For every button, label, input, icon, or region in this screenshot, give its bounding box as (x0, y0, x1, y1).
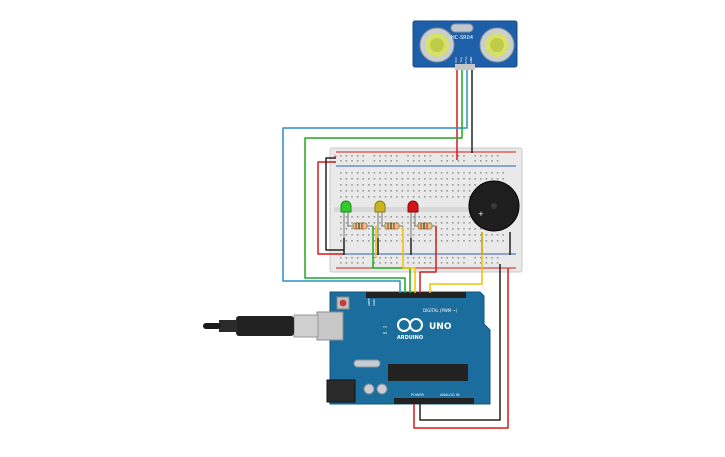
reset-button-cap (339, 299, 347, 307)
led-green[interactable] (340, 200, 352, 238)
rail-plus-label: + (333, 154, 337, 160)
sensor-header (455, 64, 475, 70)
sensor-pin-gnd-label: GND (469, 56, 473, 64)
arduino-logo-icon (397, 318, 423, 332)
crystal (353, 359, 381, 368)
wire-buzzer-signal[interactable] (429, 232, 483, 293)
resistor-3[interactable] (414, 222, 436, 230)
wire-gnd[interactable] (419, 264, 501, 421)
digital-pwm-label: DIGITAL (PWM ~) (423, 308, 458, 313)
tx-label: TX (382, 325, 387, 329)
wire-led-green-signal[interactable] (372, 226, 411, 293)
arduino-uno[interactable]: ARDUINO UNO DIGITAL (PWM ~) POWER ANALOG… (316, 291, 491, 405)
capacitor-1 (363, 383, 375, 395)
wire-led-yellow-signal[interactable] (402, 226, 416, 293)
led-red[interactable] (407, 200, 419, 238)
analog-in-label: ANALOG IN (440, 393, 460, 397)
sensor-pin-echo-label: Echo (464, 56, 468, 63)
ultrasonic-sensor[interactable]: HC-SR04 VCC Trig Echo GND (412, 20, 518, 70)
led-yellow[interactable] (374, 200, 386, 238)
wires (282, 70, 511, 429)
power-jack[interactable] (326, 379, 356, 403)
arduino-model-label: UNO (429, 322, 452, 332)
usb-cable[interactable] (203, 314, 319, 338)
buzzer-plus-icon: + (478, 210, 484, 218)
rail-minus-label: - (333, 160, 335, 166)
sensor-pin-trig-label: Trig (459, 57, 463, 63)
resistor-1[interactable] (347, 222, 373, 230)
usb-port[interactable] (316, 311, 344, 341)
aref-label: AREF (367, 298, 371, 306)
wire-5v[interactable] (413, 268, 509, 429)
atmega-chip (388, 364, 468, 381)
transducer-left (419, 27, 455, 63)
wire-rail-loop-black[interactable] (325, 157, 344, 251)
transducer-right (479, 27, 515, 63)
resistor-2[interactable] (381, 222, 403, 230)
arduino-brand-label: ARDUINO (397, 335, 423, 341)
gnd-label: GND (372, 298, 376, 306)
wire-sensor-trig[interactable] (304, 70, 463, 293)
wire-led-red-signal[interactable] (419, 226, 437, 293)
power-label: POWER (411, 393, 425, 397)
sensor-model-label: HC-SR04 (451, 35, 473, 41)
capacitor-2 (376, 383, 388, 395)
rx-label: RX (383, 331, 387, 335)
wire-rail-loop-red[interactable] (317, 161, 344, 255)
crystal-oscillator (450, 23, 474, 33)
wire-sensor-echo[interactable] (282, 70, 468, 293)
sensor-pin-vcc-label: VCC (454, 57, 458, 63)
piezo-buzzer[interactable]: + (468, 180, 520, 232)
